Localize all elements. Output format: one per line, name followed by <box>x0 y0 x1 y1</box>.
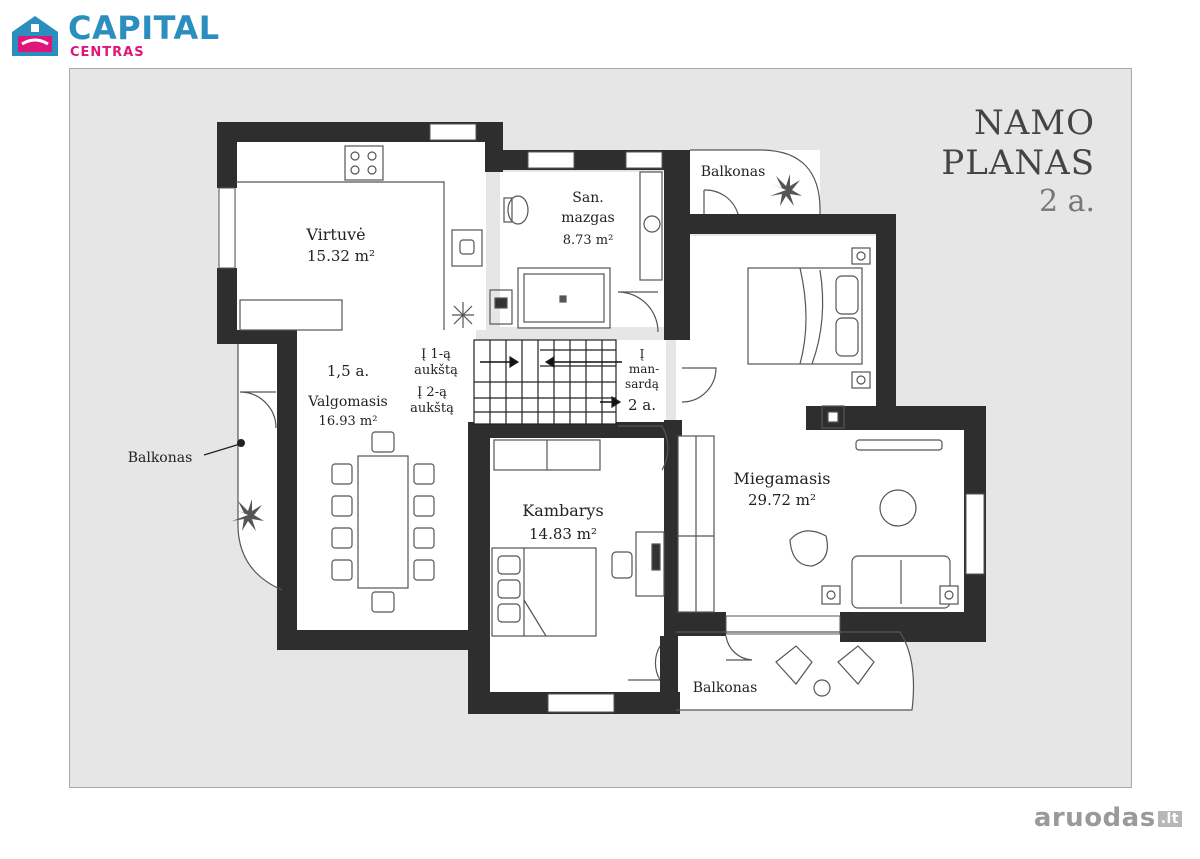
balcony-bottom-label: Balkonas <box>693 680 758 696</box>
plant-icon <box>770 174 802 206</box>
watermark-text: aruodas <box>1033 803 1156 833</box>
door-room <box>618 425 669 471</box>
lounge-chair-icon <box>775 645 813 685</box>
fan-icon <box>452 302 474 328</box>
room-area: 14.83 m² <box>529 525 597 543</box>
stairs-to-second-line2: aukštą <box>410 401 454 416</box>
logo-brand-name: CAPITAL <box>68 9 220 47</box>
stairs-to-attic-line3: sardą <box>625 377 659 391</box>
plan-title-floor: 2 a. <box>1038 184 1095 219</box>
plan-title-line1: NAMO <box>974 103 1095 143</box>
wall-bedroom-right <box>876 214 896 410</box>
washbasin-icon <box>643 215 661 233</box>
stove-icon <box>344 145 384 181</box>
plan-title: NAMO PLANAS 2 a. <box>941 103 1095 221</box>
armchair-icon <box>789 530 828 567</box>
wall-kitchen-bottom <box>217 330 291 344</box>
windows <box>218 123 985 713</box>
kitchen-fixtures <box>236 145 513 331</box>
door-balcony-left <box>239 391 277 429</box>
staircase <box>473 339 622 425</box>
dining-furniture <box>331 431 435 613</box>
tv-icon <box>855 439 943 451</box>
stairs-level: 2 a. <box>628 396 656 414</box>
bedroom-furniture <box>677 247 959 613</box>
kitchen-name: Virtuvė <box>305 225 365 244</box>
balcony-left-label: Balkonas <box>128 450 193 466</box>
logo-brand-sub: CENTRAS <box>70 45 145 60</box>
toilet-icon <box>507 195 529 225</box>
wall-dining-left <box>277 330 297 650</box>
door-bedroom <box>681 367 717 403</box>
room-furniture <box>491 439 665 637</box>
balcony-top-label: Balkonas <box>701 164 766 180</box>
lounge-chair-icon-2 <box>837 645 875 685</box>
door-balcony-bottom <box>725 635 753 661</box>
stairs-to-attic-line1: Į <box>640 347 645 361</box>
plan-title-line2: PLANAS <box>941 143 1095 183</box>
wall-room-right <box>660 636 678 714</box>
wall-kitchen-left-lower <box>217 268 237 344</box>
stairs-to-attic-line2: man- <box>629 362 659 376</box>
balcony-furniture <box>237 149 915 711</box>
stairs-to-first-line1: Į 1-ą <box>421 347 451 362</box>
bathroom-name-line1: San. <box>572 190 603 206</box>
round-table-icon <box>879 489 917 527</box>
house-book-logo-icon <box>12 16 58 56</box>
stairs-to-second-line1: Į 2-ą <box>417 385 447 400</box>
watermark-tld: .lt <box>1157 810 1182 827</box>
bathroom-area: 8.73 m² <box>563 233 614 248</box>
bathtub-icon <box>517 267 611 329</box>
door-room-lower <box>628 645 662 681</box>
kitchen-area: 15.32 m² <box>307 247 375 265</box>
stairs-to-first-line2: aukštą <box>414 363 458 378</box>
appliance-icon <box>489 289 513 325</box>
capital-centras-logo: CAPITAL CENTRAS <box>10 8 240 64</box>
bedroom-name: Miegamasis <box>734 469 831 488</box>
sink-icon <box>451 229 483 267</box>
bathroom-fixtures <box>503 171 663 329</box>
door-balcony-top <box>703 189 739 215</box>
wall-bath-right <box>664 150 690 340</box>
plants <box>232 174 802 531</box>
doors <box>239 189 753 681</box>
dining-area: 16.93 m² <box>319 414 378 429</box>
dining-level: 1,5 a. <box>327 362 369 380</box>
dining-name: Valgomasis <box>307 394 388 410</box>
plant-icon-2 <box>232 499 264 531</box>
wall-bedroom-top <box>664 214 894 234</box>
balcony-left-pointer <box>203 439 245 456</box>
dining-table <box>357 455 409 589</box>
wall-dining-bottom <box>277 630 489 650</box>
bedroom-area: 29.72 m² <box>748 491 816 509</box>
wall-kitchen-left-upper <box>217 122 237 188</box>
door-bath <box>617 291 659 333</box>
room-labels: Virtuvė 15.32 m² San. mazgas 8.73 m² 1,5… <box>128 164 831 696</box>
wall-room-left <box>468 422 490 714</box>
bathroom-name-line2: mazgas <box>561 210 615 226</box>
wall-bedroom-bottom-right <box>840 612 986 642</box>
aruodas-watermark: aruodas.lt <box>1034 803 1182 833</box>
room-name: Kambarys <box>522 501 603 520</box>
